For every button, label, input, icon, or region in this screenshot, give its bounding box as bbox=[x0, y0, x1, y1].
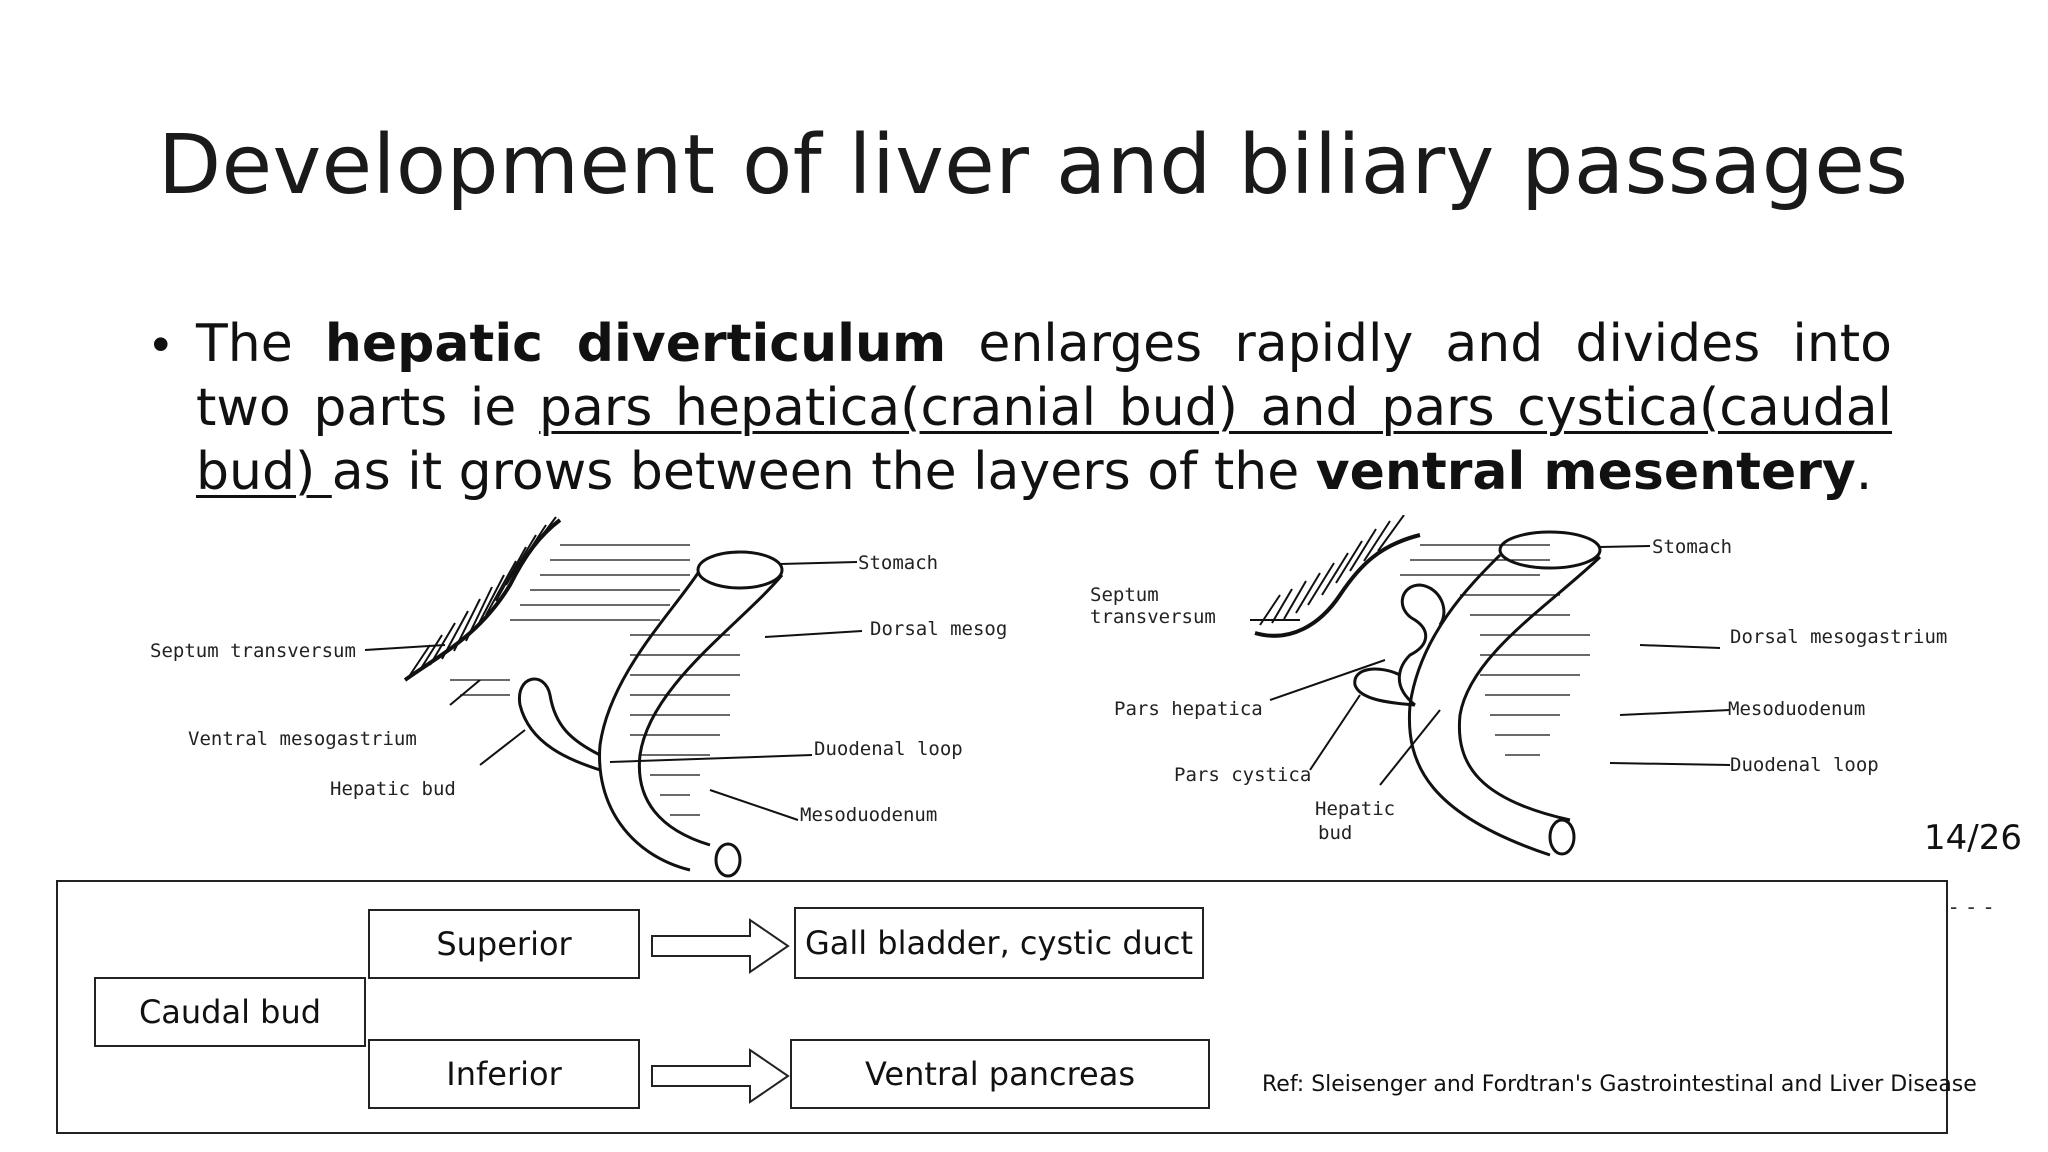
arrow-right-icon bbox=[651, 1048, 790, 1104]
label-pars-hepatica: Pars hepatica bbox=[1114, 698, 1263, 720]
bold-ventral-mesentery: ventral mesentery bbox=[1315, 442, 1856, 502]
bold-hepatic-diverticulum: hepatic diverticulum bbox=[324, 314, 947, 374]
label-septum-transversum-left: Septum transversum bbox=[150, 640, 356, 662]
left-diagram bbox=[364, 516, 863, 878]
flow-diagram-panel: Caudal bud Superior Inferior Gall bladde… bbox=[56, 880, 1948, 1134]
arrow-right-icon bbox=[651, 918, 790, 974]
underlined-pars-text: pars hepatica(cranial bud) and pars cyst… bbox=[196, 378, 1893, 502]
label-stomach-right: Stomach bbox=[1652, 536, 1732, 558]
page-number: 14/26 bbox=[1924, 818, 2022, 858]
label-septum-right-1: Septum bbox=[1090, 584, 1159, 606]
label-mesoduodenum-right: Mesoduodenum bbox=[1728, 698, 1865, 720]
divider-dashes: - - - bbox=[1950, 894, 1995, 919]
label-hepatic-bud-right-2: bud bbox=[1318, 822, 1352, 844]
bullet-text-part1: The bbox=[196, 314, 325, 374]
bullet-text: The hepatic diverticulum enlarges rapidl… bbox=[196, 312, 1892, 504]
box-superior: Superior bbox=[368, 909, 640, 979]
box-ventral-pancreas: Ventral pancreas bbox=[790, 1039, 1210, 1109]
label-hepatic-bud-right-1: Hepatic bbox=[1315, 798, 1395, 820]
box-gall-bladder-cystic-duct: Gall bladder, cystic duct bbox=[794, 907, 1204, 979]
bullet-text-part4: . bbox=[1855, 442, 1873, 502]
box-caudal-bud: Caudal bud bbox=[94, 977, 366, 1047]
label-hepatic-bud-left: Hepatic bud bbox=[330, 778, 456, 800]
label-stomach-left: Stomach bbox=[858, 552, 938, 574]
label-dorsal-mesogastrium-right: Dorsal mesogastrium bbox=[1730, 626, 1947, 648]
label-mesoduodenum-left: Mesoduodenum bbox=[800, 804, 937, 826]
bullet-point: • The hepatic diverticulum enlarges rapi… bbox=[152, 312, 1892, 504]
bullet-text-part3: as it grows between the layers of the bbox=[331, 442, 1316, 502]
label-pars-cystica: Pars cystica bbox=[1174, 764, 1311, 786]
reference-citation: Ref: Sleisenger and Fordtran's Gastroint… bbox=[1262, 1072, 1977, 1097]
bullet-marker: • bbox=[152, 316, 170, 372]
label-septum-right-2: transversum bbox=[1090, 606, 1216, 628]
label-duodenal-loop-right: Duodenal loop bbox=[1730, 754, 1879, 776]
label-ventral-mesogastrium-left: Ventral mesogastrium bbox=[188, 728, 417, 750]
slide-title: Development of liver and biliary passage… bbox=[158, 118, 1909, 213]
right-diagram bbox=[1250, 515, 1731, 857]
box-inferior: Inferior bbox=[368, 1039, 640, 1109]
label-duodenal-loop-left: Duodenal loop bbox=[814, 738, 963, 760]
label-dorsal-mesog-left: Dorsal mesog bbox=[870, 618, 1007, 640]
bullet-text-part2: enlarges rapidly and divides into two pa… bbox=[196, 314, 1892, 438]
embryology-diagrams: Stomach Dorsal mesog Septum transversum … bbox=[150, 515, 1947, 878]
